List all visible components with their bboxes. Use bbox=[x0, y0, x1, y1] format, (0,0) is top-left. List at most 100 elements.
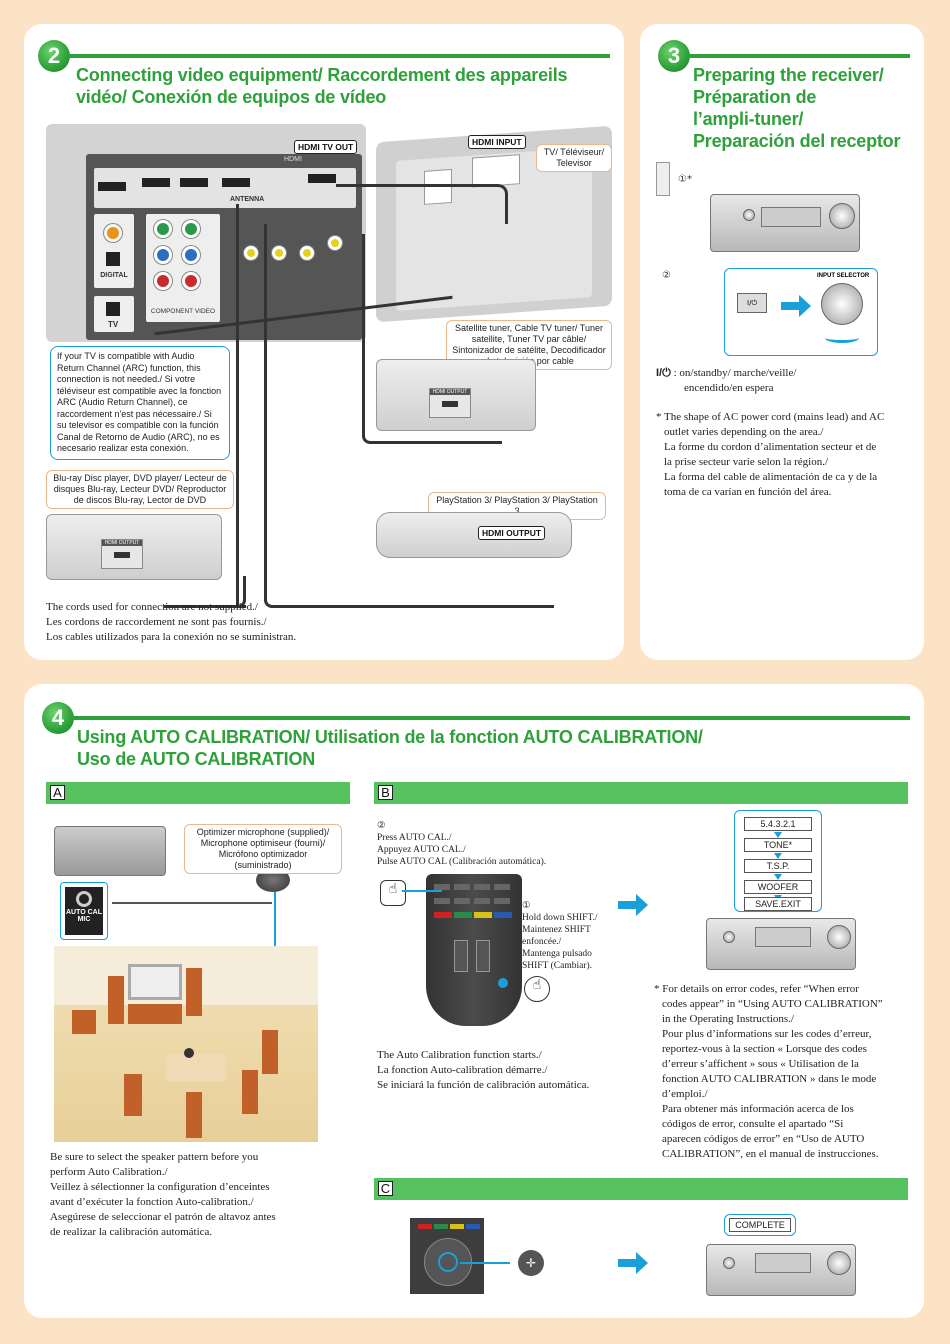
arc-note-callout: If your TV is compatible with Audio Retu… bbox=[50, 346, 230, 460]
hand-press-icon: ☝ bbox=[380, 880, 406, 906]
hdmi-port-in4 bbox=[222, 178, 250, 187]
surround-left-speaker bbox=[124, 1074, 142, 1116]
mic-on-tripod bbox=[184, 1048, 194, 1058]
rotate-arrow-icon bbox=[825, 333, 859, 343]
sofa bbox=[166, 1054, 226, 1082]
step1-marker: ①* bbox=[678, 174, 692, 185]
enter-button bbox=[438, 1252, 458, 1272]
pointer-line bbox=[460, 1262, 510, 1264]
surround-back-speaker bbox=[186, 1092, 202, 1138]
part-c-header: C bbox=[374, 1178, 908, 1200]
hdmi-output-tag: HDMI OUTPUT bbox=[478, 526, 546, 540]
mic-jack-icon bbox=[76, 891, 92, 907]
antenna-label: ANTENNA bbox=[230, 196, 265, 203]
hdmi-cable-bluray bbox=[236, 204, 246, 608]
hdmi-port-in3 bbox=[180, 178, 208, 187]
step-badge-3: 3 bbox=[658, 40, 690, 72]
bluray-player-illustration: HDMI OUTPUT bbox=[46, 514, 222, 580]
volume-button bbox=[454, 940, 468, 972]
coaxial-jack bbox=[104, 224, 122, 242]
auto-cal-starts-text: The Auto Calibration function starts./ L… bbox=[377, 1049, 590, 1091]
wall-outlet bbox=[656, 162, 670, 196]
front-right-speaker bbox=[186, 968, 202, 1016]
display-step: T.S.P. bbox=[744, 859, 812, 873]
component-video-label: COMPONENT VIDEO bbox=[150, 308, 216, 315]
sequence-arrow-icon bbox=[774, 874, 782, 880]
hdmi-cable-tv bbox=[336, 184, 508, 224]
sequence-arrow-icon bbox=[774, 853, 782, 859]
tv-label: TV bbox=[108, 320, 119, 329]
section-rule bbox=[72, 716, 910, 720]
receiver-rear-small bbox=[54, 826, 166, 876]
sequence-arrow-icon bbox=[774, 832, 782, 838]
tv-optical-panel: TV bbox=[94, 296, 134, 332]
optical-jack bbox=[106, 252, 120, 266]
display-complete: COMPLETE bbox=[729, 1218, 791, 1232]
tv-callout: TV/ Téléviseur/ Televisor bbox=[536, 144, 612, 172]
subwoofer bbox=[72, 1010, 96, 1034]
hdmi-port-in1 bbox=[98, 182, 126, 191]
satellite-tuner-illustration: HDMI OUTPUT bbox=[376, 359, 536, 431]
display-step: SAVE.EXIT bbox=[744, 897, 812, 911]
power-symbol-icon: I/⏻ bbox=[656, 367, 671, 379]
input-selector-label: INPUT SELECTOR bbox=[817, 273, 870, 279]
section-4-panel: 4 Using AUTO CALIBRATION/ Utilisation de… bbox=[24, 684, 924, 1318]
complete-callout: COMPLETE bbox=[724, 1214, 796, 1236]
error-codes-footnote: * For details on error codes, refer “Whe… bbox=[654, 983, 883, 1160]
hdmi-cable-bluray-end bbox=[164, 576, 246, 608]
section-2-title: Connecting video equipment/ Raccordement… bbox=[76, 65, 568, 107]
part-b-header: B bbox=[374, 782, 908, 804]
tv-optical-jack bbox=[106, 302, 120, 316]
arrow-right-icon bbox=[618, 1252, 648, 1274]
digital-panel: DIGITAL bbox=[94, 214, 134, 288]
part-b-letter: B bbox=[378, 785, 393, 800]
center-speaker bbox=[128, 1004, 182, 1024]
receiver-front-display bbox=[706, 918, 856, 970]
bluray-hdmi-output-label: HDMI OUTPUT bbox=[102, 540, 142, 546]
receiver-rear-panel: HDMI ANTENNA DIGITAL TV COMPONENT VIDEO bbox=[46, 124, 366, 342]
arrow-right-icon bbox=[781, 295, 811, 317]
receiver-front-illustration bbox=[710, 194, 860, 252]
surround-right-speaker bbox=[262, 1030, 278, 1074]
section-3-panel: 3 Preparing the receiver/ Préparation de… bbox=[640, 24, 924, 660]
tv-hdmi-input-arc bbox=[472, 154, 520, 188]
step2-press-auto-cal: ② Press AUTO CAL./ Appuyez AUTO CAL./ Pu… bbox=[377, 821, 547, 867]
surround-back-right-speaker bbox=[242, 1070, 258, 1114]
front-left-speaker bbox=[108, 976, 124, 1024]
pointer-line bbox=[402, 890, 442, 892]
mic-cable bbox=[112, 902, 272, 904]
step2-detail-box: I/⏻ INPUT SELECTOR bbox=[724, 268, 878, 356]
step-badge-4: 4 bbox=[42, 702, 74, 734]
component-video-panel: COMPONENT VIDEO bbox=[146, 214, 220, 322]
hdmi-cable-ps3 bbox=[264, 224, 554, 608]
hdmi-cable-satellite bbox=[362, 234, 502, 444]
power-button: I/⏻ bbox=[737, 293, 767, 313]
arrow-right-icon bbox=[618, 894, 648, 916]
part-c-letter: C bbox=[378, 1181, 393, 1196]
bluray-callout: Blu-ray Disc player, DVD player/ Lecteur… bbox=[46, 470, 234, 509]
display-step: 5.4.3.2.1 bbox=[744, 817, 812, 831]
enter-button-press-icon: ✛ bbox=[518, 1250, 544, 1276]
display-sequence-callout: 5.4.3.2.1 TONE* T.S.P. WOOFER SAVE.EXIT bbox=[734, 810, 822, 912]
display-step: TONE* bbox=[744, 838, 812, 852]
section-rule bbox=[688, 54, 910, 58]
section-4-title: Using AUTO CALIBRATION/ Utilisation de l… bbox=[77, 727, 703, 769]
satellite-hdmi-output-label: HDMI OUTPUT bbox=[430, 389, 470, 395]
mic-placement-line bbox=[274, 892, 276, 954]
section-rule bbox=[68, 54, 610, 58]
hdmi-port-tv-out bbox=[308, 174, 336, 183]
speaker-pattern-note: Be sure to select the speaker pattern be… bbox=[50, 1151, 276, 1238]
mic-callout: Optimizer microphone (supplied)/ Microph… bbox=[184, 824, 342, 874]
shift-button bbox=[498, 978, 508, 988]
power-cord-footnote: * The shape of AC power cord (mains lead… bbox=[656, 411, 885, 498]
hdmi-label: HDMI bbox=[284, 156, 302, 163]
receiver-front-complete bbox=[706, 1244, 856, 1296]
channel-button bbox=[476, 940, 490, 972]
hdmi-input-tag: HDMI INPUT bbox=[468, 135, 526, 149]
hand-press-shift-icon: ☝ bbox=[524, 976, 550, 1002]
input-selector-knob bbox=[821, 283, 863, 325]
section-2-panel: 2 Connecting video equipment/ Raccordeme… bbox=[24, 24, 624, 660]
step2-marker: ② bbox=[662, 270, 671, 281]
hdmi-port-in2 bbox=[142, 178, 170, 187]
cords-note: The cords used for connection are not su… bbox=[46, 601, 297, 643]
